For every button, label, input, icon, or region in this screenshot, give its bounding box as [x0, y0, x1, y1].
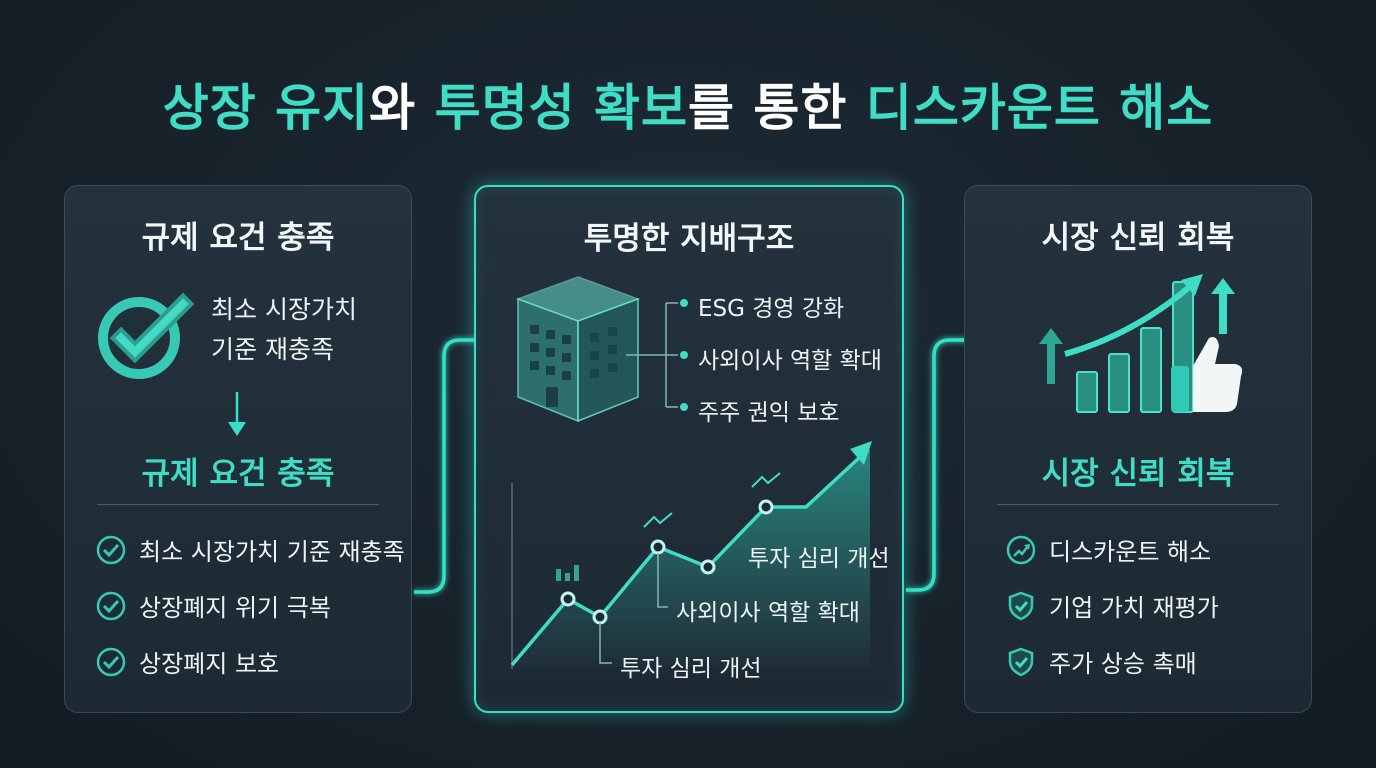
panel-transparent-governance: 투명한 지배구조 [474, 185, 904, 713]
list-item-label: 상장폐지 위기 극복 [139, 594, 331, 622]
list-item-label: 상장폐지 보호 [139, 650, 280, 678]
divider [97, 504, 379, 505]
list-item: 상장폐지 위기 극복 [95, 588, 331, 623]
title-segment: 투명성 확보 [434, 79, 688, 137]
list-item: 상장폐지 보호 [95, 644, 279, 679]
title-segment: 와 [369, 79, 435, 137]
chart-label: 사외이사 역할 확대 [676, 600, 860, 626]
panel-regulatory-requirements: 규제 요건 충족 최소 시장가치 기준 재충족 규제 요건 충족 최소 시장가치… [64, 185, 412, 713]
chart-label: 투자 심리 개선 [748, 546, 890, 572]
requirement-text-line1: 최소 시장가치 [211, 295, 357, 324]
list-item-label: 디스카운트 해소 [1049, 538, 1212, 566]
thumbs-up-icon [1171, 337, 1243, 412]
list-item: 디스카운트 해소 [1005, 532, 1211, 567]
governance-bullet: 사외이사 역할 확대 [698, 348, 882, 374]
title-segment: 디스카운트 해소 [865, 79, 1214, 137]
title-segment: 상장 유지 [162, 79, 370, 137]
list-item-label: 최소 시장가치 기준 재충족 [139, 538, 405, 566]
check-circle-icon [98, 292, 195, 379]
panel-heading: 투명한 지배구조 [583, 221, 795, 257]
list-item-label: 주가 상승 촉매 [1049, 650, 1197, 678]
requirement-text-line2: 기준 재충족 [211, 335, 334, 364]
market-growth-icon [1039, 274, 1243, 413]
sub-heading: 시장 신뢰 회복 [1041, 456, 1235, 492]
sub-heading: 규제 요건 충족 [141, 456, 335, 492]
growth-chart [510, 441, 872, 669]
governance-bullet: 주주 권익 보호 [698, 400, 840, 426]
panel-heading: 시장 신뢰 회복 [1041, 220, 1235, 256]
list-item: 기업 가치 재평가 [1005, 588, 1219, 623]
governance-bullet: ESG 경영 강화 [698, 296, 845, 322]
shield-check-icon [1008, 591, 1034, 620]
divider [997, 504, 1279, 505]
list-item: 주가 상승 촉매 [1005, 644, 1197, 679]
list-item-label: 기업 가치 재평가 [1049, 594, 1219, 622]
bullet-connector [626, 299, 688, 411]
title-segment: 를 통한 [688, 79, 866, 137]
building-icon [515, 276, 641, 423]
list-item: 최소 시장가치 기준 재충족 [95, 532, 405, 567]
check-circle-icon [96, 647, 126, 676]
panel-market-trust: 시장 신뢰 회복 시장 신뢰 회복 [964, 185, 1312, 713]
check-circle-icon [96, 535, 126, 564]
page-title: 상장 유지와 투명성 확보를 통한 디스카운트 해소 [0, 68, 1376, 140]
check-circle-icon [96, 591, 126, 620]
down-arrow-icon [228, 392, 246, 436]
chart-points [560, 499, 774, 625]
chart-label: 투자 심리 개선 [620, 656, 762, 682]
panel-heading: 규제 요건 충족 [141, 220, 335, 256]
trend-up-icon [1006, 535, 1036, 564]
shield-check-icon [1008, 647, 1034, 676]
